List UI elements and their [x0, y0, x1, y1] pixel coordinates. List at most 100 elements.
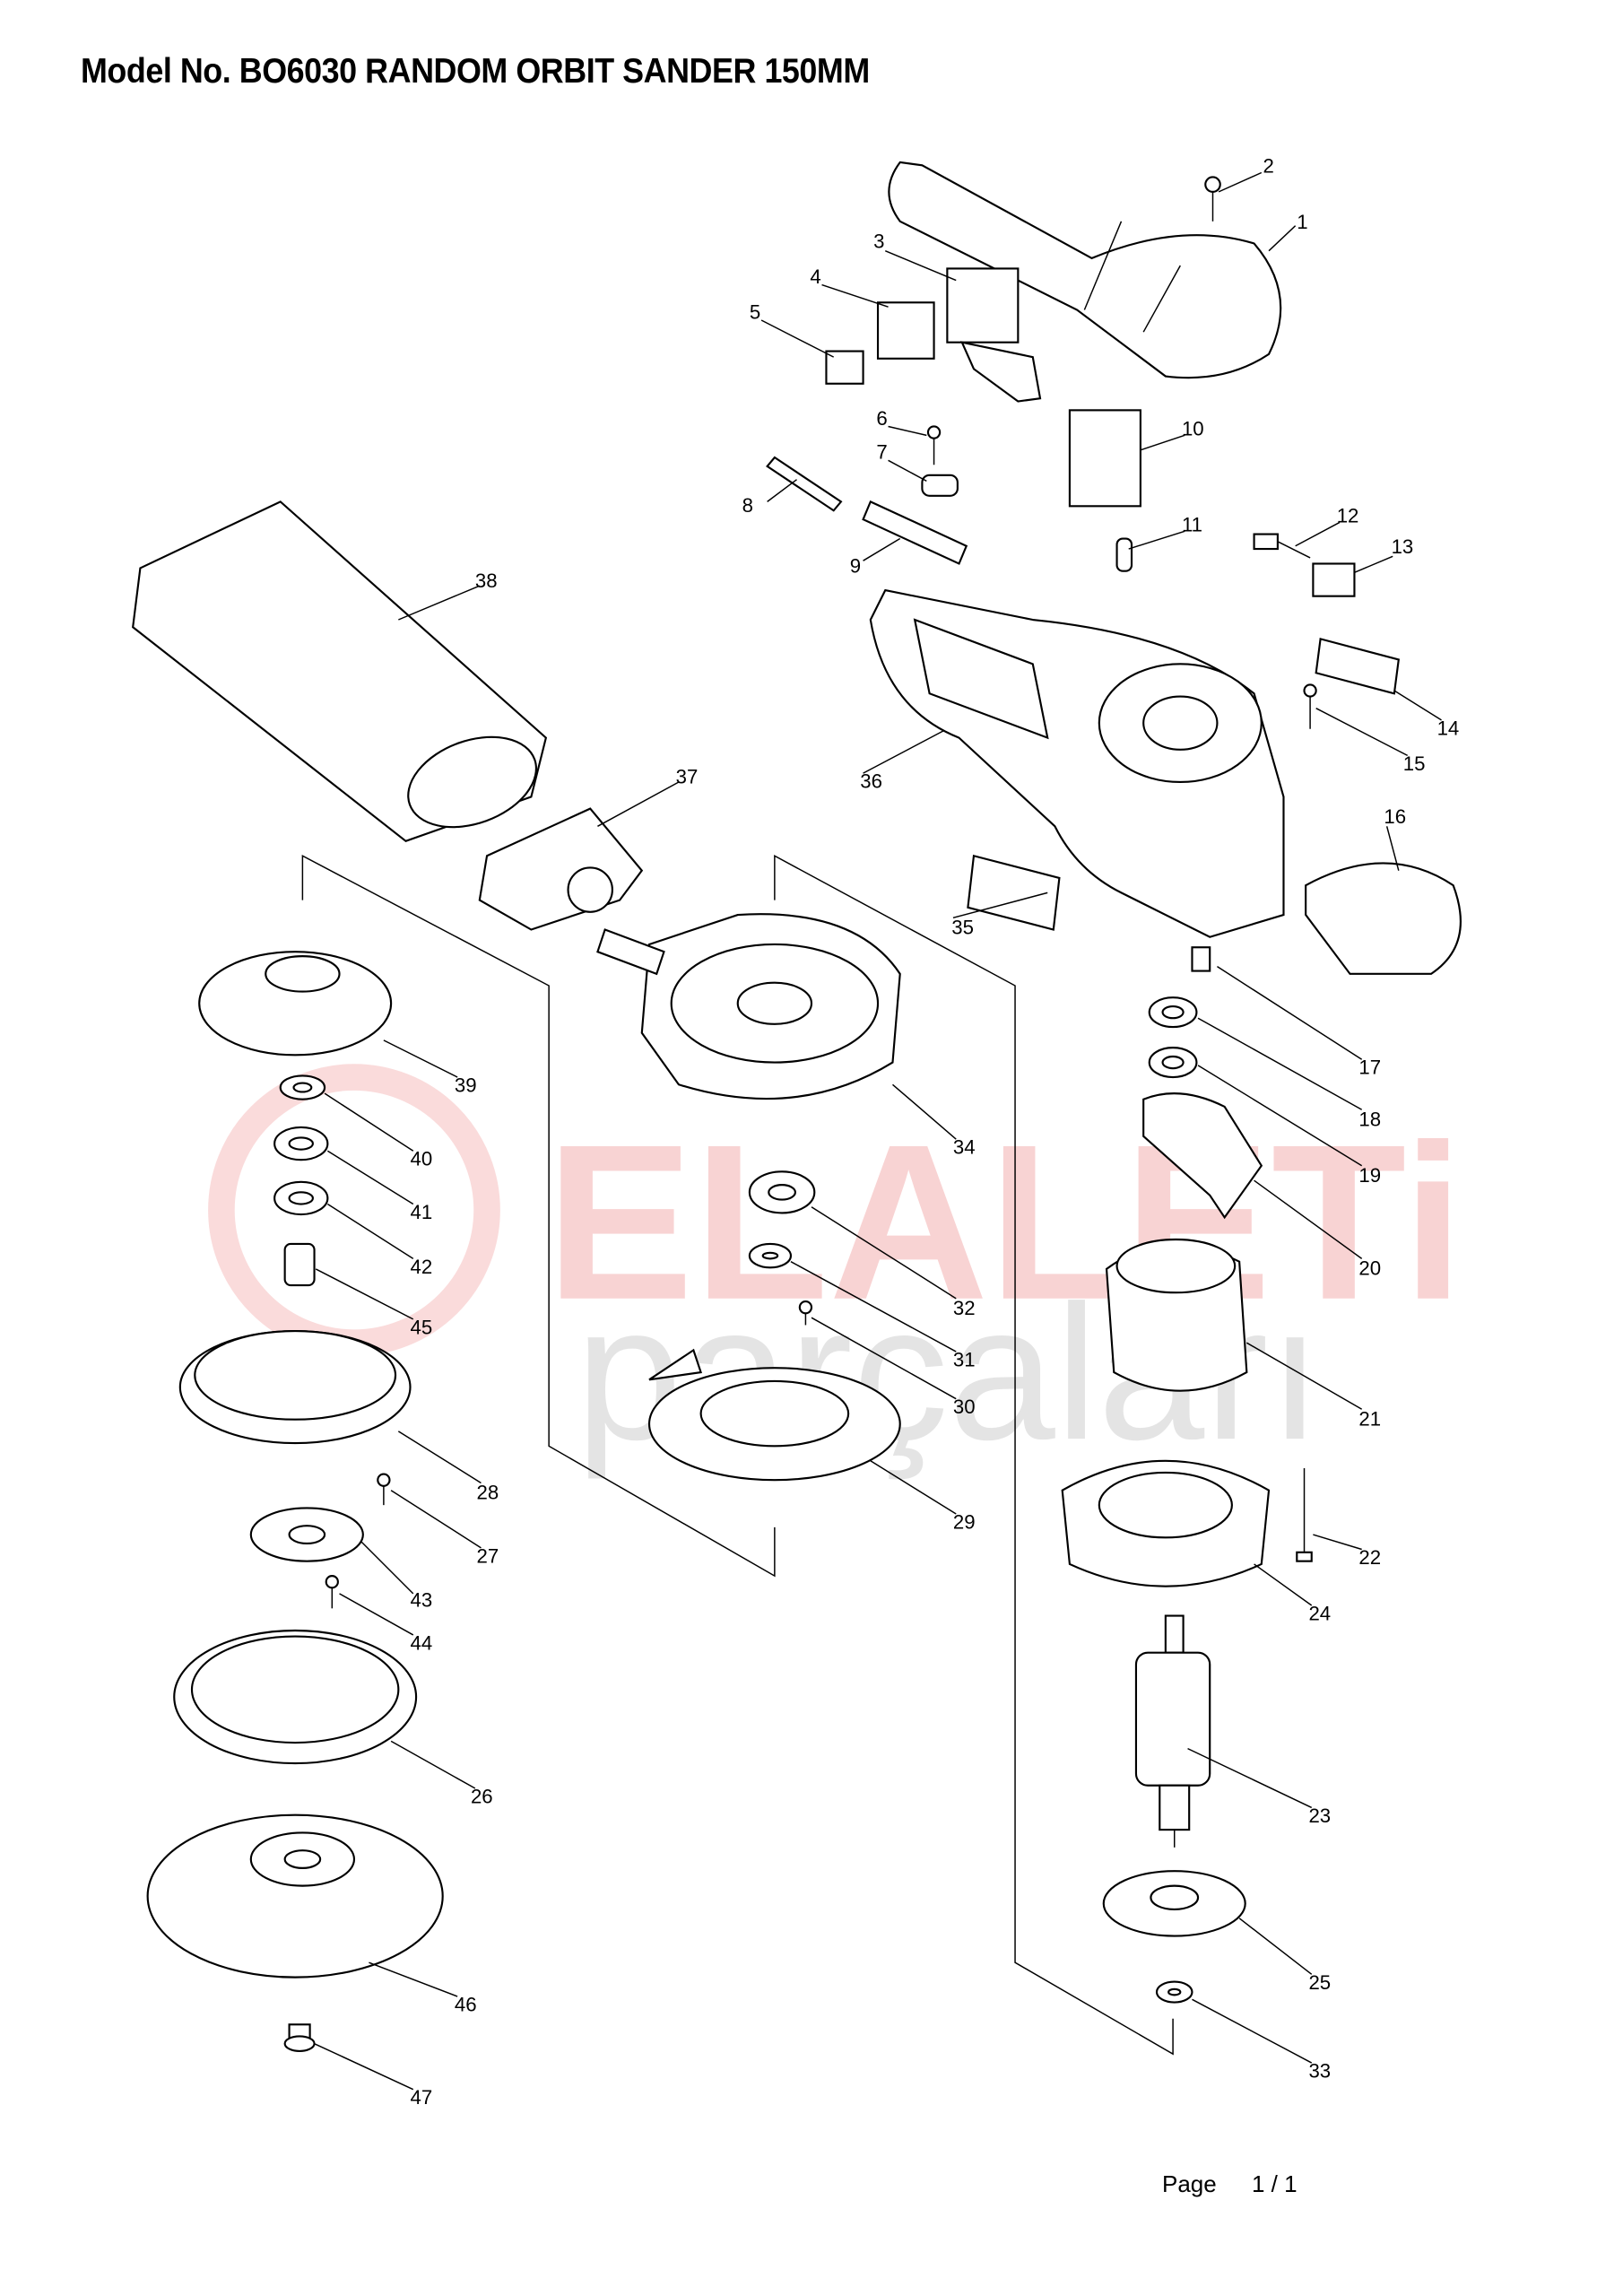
part-motor-housing	[869, 588, 1285, 938]
part-washer-33	[1155, 1980, 1193, 2004]
part-label: 11	[1182, 513, 1202, 535]
part-screw-6	[926, 425, 942, 465]
part-pad-46	[146, 1813, 444, 1979]
part-bearing-42	[273, 1180, 329, 1216]
part-label: 46	[455, 1993, 477, 2015]
part-label: 10	[1182, 417, 1204, 439]
part-label: 16	[1384, 805, 1406, 828]
part-controller	[1068, 409, 1141, 508]
page-number: 1 / 1	[1252, 2170, 1298, 2197]
part-label: 25	[1308, 1971, 1331, 1994]
part-connector	[1115, 537, 1133, 572]
part-label: 43	[410, 1589, 432, 1612]
part-label: 17	[1358, 1057, 1381, 1079]
part-label: 34	[953, 1136, 976, 1159]
part-label: 28	[477, 1482, 499, 1504]
part-rubber-ring-19	[1148, 1047, 1198, 1079]
part-handle-cover	[888, 161, 1282, 379]
part-rear-cover	[1305, 862, 1462, 975]
part-label: 18	[1358, 1108, 1381, 1130]
part-label: 47	[410, 2086, 432, 2109]
part-label: 26	[471, 1785, 493, 1807]
part-label: 6	[876, 407, 887, 430]
part-bearing-32	[748, 1170, 816, 1214]
part-label: 20	[1358, 1257, 1381, 1279]
part-label: 30	[953, 1396, 976, 1418]
part-fan-housing	[596, 913, 901, 1100]
part-label: 40	[410, 1148, 432, 1170]
part-label: 15	[1403, 752, 1426, 775]
part-label: 32	[953, 1297, 976, 1319]
part-label: 9	[850, 554, 861, 577]
part-bearing-18	[1148, 996, 1198, 1029]
part-brush-holder	[1253, 533, 1311, 559]
part-bolt-47	[283, 2023, 316, 2052]
part-label: 44	[410, 1631, 432, 1654]
part-label: 29	[953, 1510, 976, 1533]
part-label: 22	[1358, 1546, 1381, 1569]
part-label: 37	[676, 766, 699, 788]
part-strain-relief	[921, 474, 959, 497]
part-label: 35	[951, 916, 974, 938]
page-title: Model No. BO6030 RANDOM ORBIT SANDER 150…	[81, 52, 870, 91]
part-nozzle-adapter	[478, 807, 644, 931]
part-plate-29	[647, 1348, 901, 1482]
part-label: 1	[1297, 211, 1307, 233]
part-label: 8	[742, 494, 753, 517]
assembly-brackets	[301, 855, 1174, 2056]
part-label: 31	[953, 1348, 976, 1370]
part-fan-guide	[1061, 1459, 1271, 1587]
part-fan	[1102, 1870, 1246, 1937]
part-screw-22	[1296, 1468, 1313, 1562]
part-pad-ring-28	[178, 1329, 412, 1445]
part-label: 12	[1337, 504, 1359, 526]
part-dust-box	[132, 500, 548, 842]
part-ring-43	[249, 1507, 364, 1562]
leader-lines	[314, 171, 1442, 2091]
part-screw-15	[1303, 683, 1317, 729]
part-label: 23	[1308, 1805, 1331, 1827]
part-label: 3	[873, 230, 884, 252]
part-label: 24	[1308, 1602, 1331, 1624]
part-field	[1105, 1238, 1248, 1392]
part-label: 5	[750, 300, 760, 323]
part-armature	[1134, 1614, 1211, 1848]
part-label: 42	[410, 1256, 432, 1278]
part-noise-suppressor	[876, 301, 935, 360]
part-label: 7	[876, 441, 887, 464]
part-label: 4	[810, 265, 820, 288]
part-label: 19	[1358, 1164, 1381, 1187]
part-cord	[766, 456, 843, 512]
part-label: 41	[410, 1201, 432, 1223]
part-label: 13	[1392, 535, 1414, 558]
part-screw-30	[798, 1300, 813, 1326]
part-washer-31	[748, 1242, 793, 1269]
part-number-labels: 1 2 3 4 5 6 7 8 9 10 11 12 13 14 15 16 1…	[410, 154, 1459, 2109]
part-ring-40	[279, 1074, 326, 1100]
part-label: 14	[1437, 717, 1460, 739]
part-label: 2	[1263, 154, 1273, 177]
part-baffle-plate	[1142, 1092, 1263, 1220]
part-seal-26	[173, 1629, 418, 1765]
part-screw-27	[377, 1473, 391, 1506]
watermark-line1: ELALETi	[546, 1100, 1464, 1346]
part-label: 45	[410, 1316, 432, 1338]
part-screw	[1204, 176, 1221, 222]
part-cord-guard	[862, 500, 968, 565]
page-label: Page	[1162, 2170, 1217, 2197]
part-label: 21	[1358, 1407, 1381, 1430]
part-label: 27	[477, 1544, 499, 1567]
part-label: 39	[455, 1074, 477, 1096]
part-label: 33	[1308, 2060, 1331, 2083]
part-spindle-45	[283, 1242, 316, 1287]
part-fan-39	[198, 951, 393, 1057]
part-brush-cap	[1312, 562, 1356, 597]
part-switch	[946, 267, 1042, 403]
part-clip	[1191, 946, 1211, 972]
part-label: 38	[475, 570, 498, 592]
part-label: 36	[860, 770, 882, 793]
part-label-35	[967, 854, 1061, 931]
part-screw-44	[325, 1575, 339, 1609]
part-bearing-41	[273, 1126, 329, 1161]
